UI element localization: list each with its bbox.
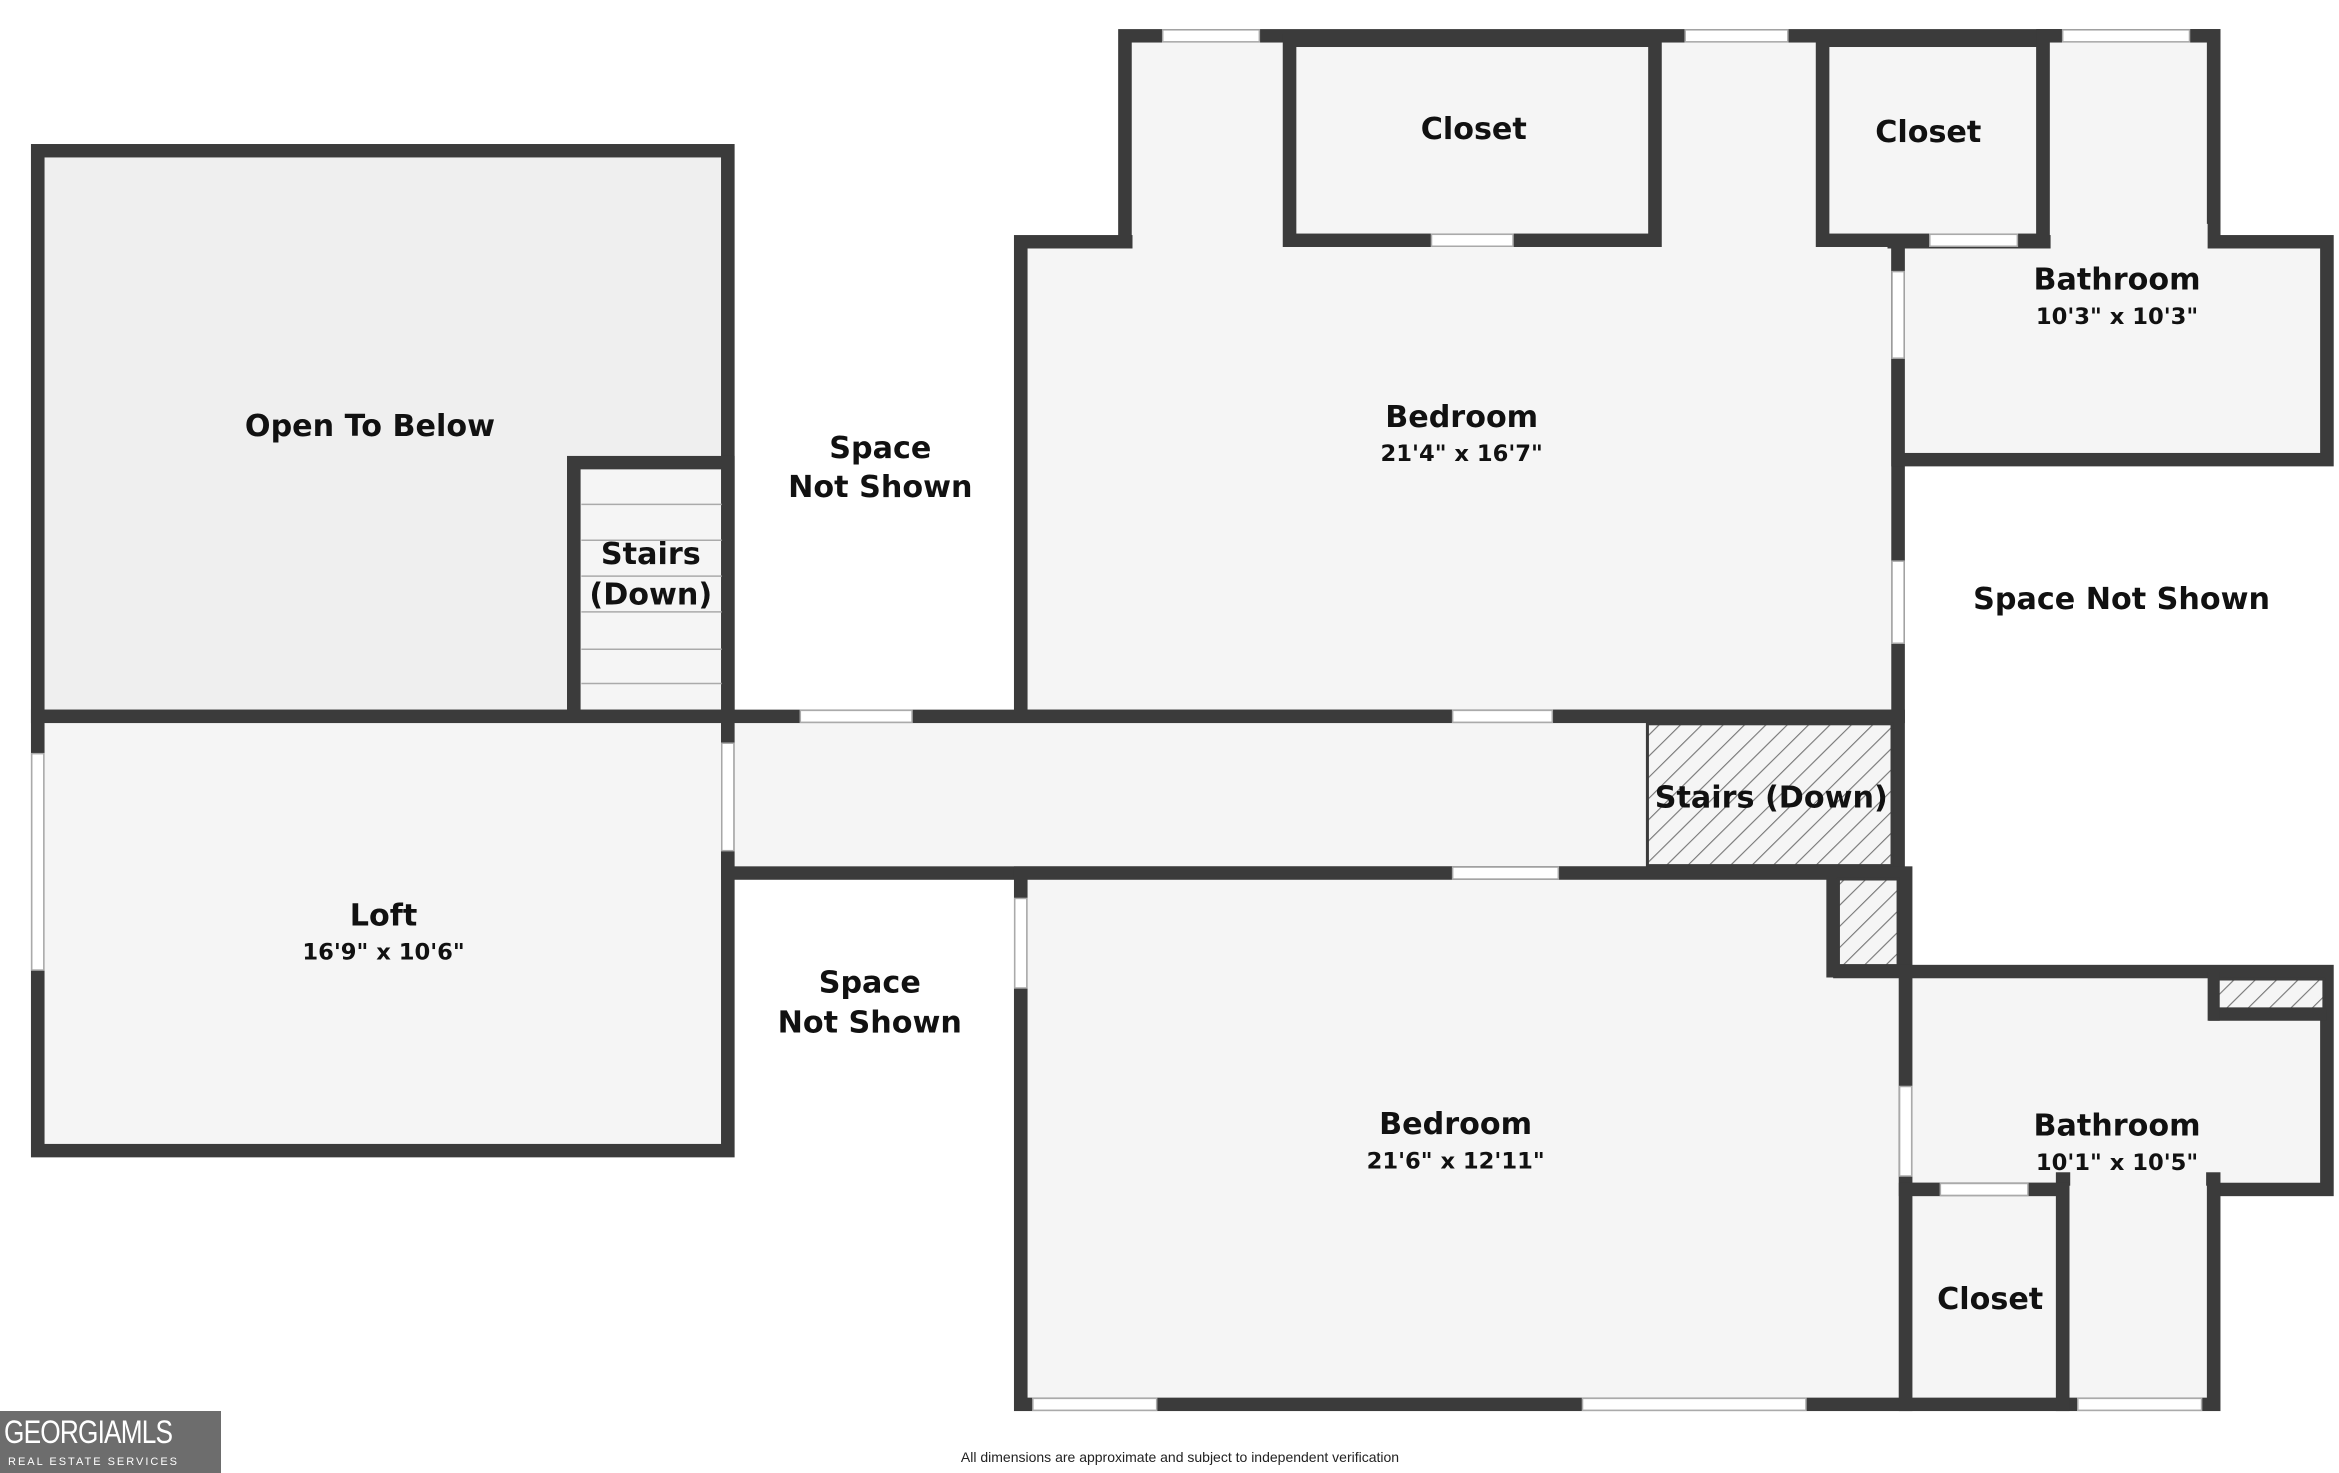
bath-2-hatch xyxy=(2215,977,2326,1011)
label-space-not-shown-1b: Not Shown xyxy=(788,470,972,505)
dims-bathroom-2: 10'1" x 10'5" xyxy=(2036,1150,2198,1176)
label-closet-3: Closet xyxy=(1937,1282,2043,1317)
room-loft xyxy=(30,709,735,1158)
label-bathroom-2: Bathroom xyxy=(2033,1109,2200,1144)
label-open-to-below: Open To Below xyxy=(245,409,495,444)
dims-bedroom-1: 21'4" x 16'7" xyxy=(1381,441,1543,467)
label-bedroom-2: Bedroom xyxy=(1379,1107,1532,1142)
label-space-not-shown-2a: Space xyxy=(819,966,921,1001)
label-stairs-left-1: Stairs xyxy=(601,537,701,572)
label-space-not-shown-1a: Space xyxy=(829,431,931,466)
dims-bathroom-1: 10'3" x 10'3" xyxy=(2036,304,2198,330)
stair-treads xyxy=(581,503,722,685)
label-stairs-hall: Stairs (Down) xyxy=(1655,781,1888,816)
label-loft: Loft xyxy=(350,898,418,933)
openings xyxy=(30,29,2203,1412)
disclaimer: All dimensions are approximate and subje… xyxy=(960,1449,1400,1465)
label-space-not-shown-3: Space Not Shown xyxy=(1973,582,2270,617)
dims-loft: 16'9" x 10'6" xyxy=(302,940,464,966)
label-stairs-left-2: (Down) xyxy=(589,578,712,613)
label-bedroom-1: Bedroom xyxy=(1385,400,1538,435)
room-bathroom-2-lower xyxy=(2055,1172,2221,1412)
utility-hatch xyxy=(1836,877,1900,968)
label-space-not-shown-2b: Not Shown xyxy=(778,1006,962,1041)
room-bedroom-1 xyxy=(1013,235,1905,724)
georgia-mls-logo: GEORGIAMLS REAL ESTATE SERVICES xyxy=(0,1411,221,1473)
label-closet-1: Closet xyxy=(1421,112,1527,147)
logo-title: GEORGIAMLS xyxy=(4,1414,173,1450)
label-closet-2: Closet xyxy=(1875,115,1981,150)
dims-bedroom-2: 21'6" x 12'11" xyxy=(1367,1149,1545,1175)
logo-subtitle: REAL ESTATE SERVICES xyxy=(8,1456,180,1468)
label-bathroom-1: Bathroom xyxy=(2033,263,2200,298)
stairs-hall-hatch xyxy=(1645,722,1894,868)
room-bedroom-2 xyxy=(1013,866,1913,1412)
